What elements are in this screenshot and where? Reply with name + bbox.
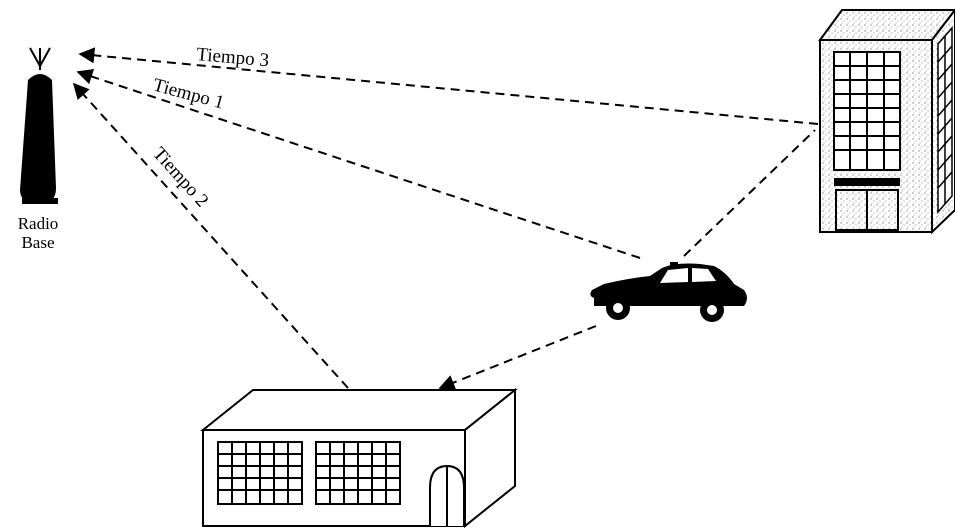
low-building-icon bbox=[200, 387, 518, 528]
station-label-line2: Base bbox=[21, 233, 54, 252]
label-tiempo-2: Tiempo 2 bbox=[148, 143, 212, 211]
path-car-to-building bbox=[438, 325, 597, 391]
label-tiempo-1: Tiempo 1 bbox=[151, 75, 227, 114]
car-icon bbox=[590, 262, 747, 322]
path-tiempo-1 bbox=[76, 68, 641, 259]
tall-building-icon bbox=[818, 8, 955, 235]
path-tiempo-2 bbox=[72, 82, 349, 389]
radio-base-station: Radio Base bbox=[18, 47, 59, 252]
station-label-line1: Radio bbox=[18, 214, 59, 233]
path-car-to-tower bbox=[683, 129, 816, 257]
label-tiempo-3: Tiempo 3 bbox=[196, 44, 270, 71]
propagation-paths bbox=[72, 47, 819, 391]
path-tiempo-3 bbox=[78, 47, 819, 125]
antenna-icon bbox=[20, 47, 58, 204]
